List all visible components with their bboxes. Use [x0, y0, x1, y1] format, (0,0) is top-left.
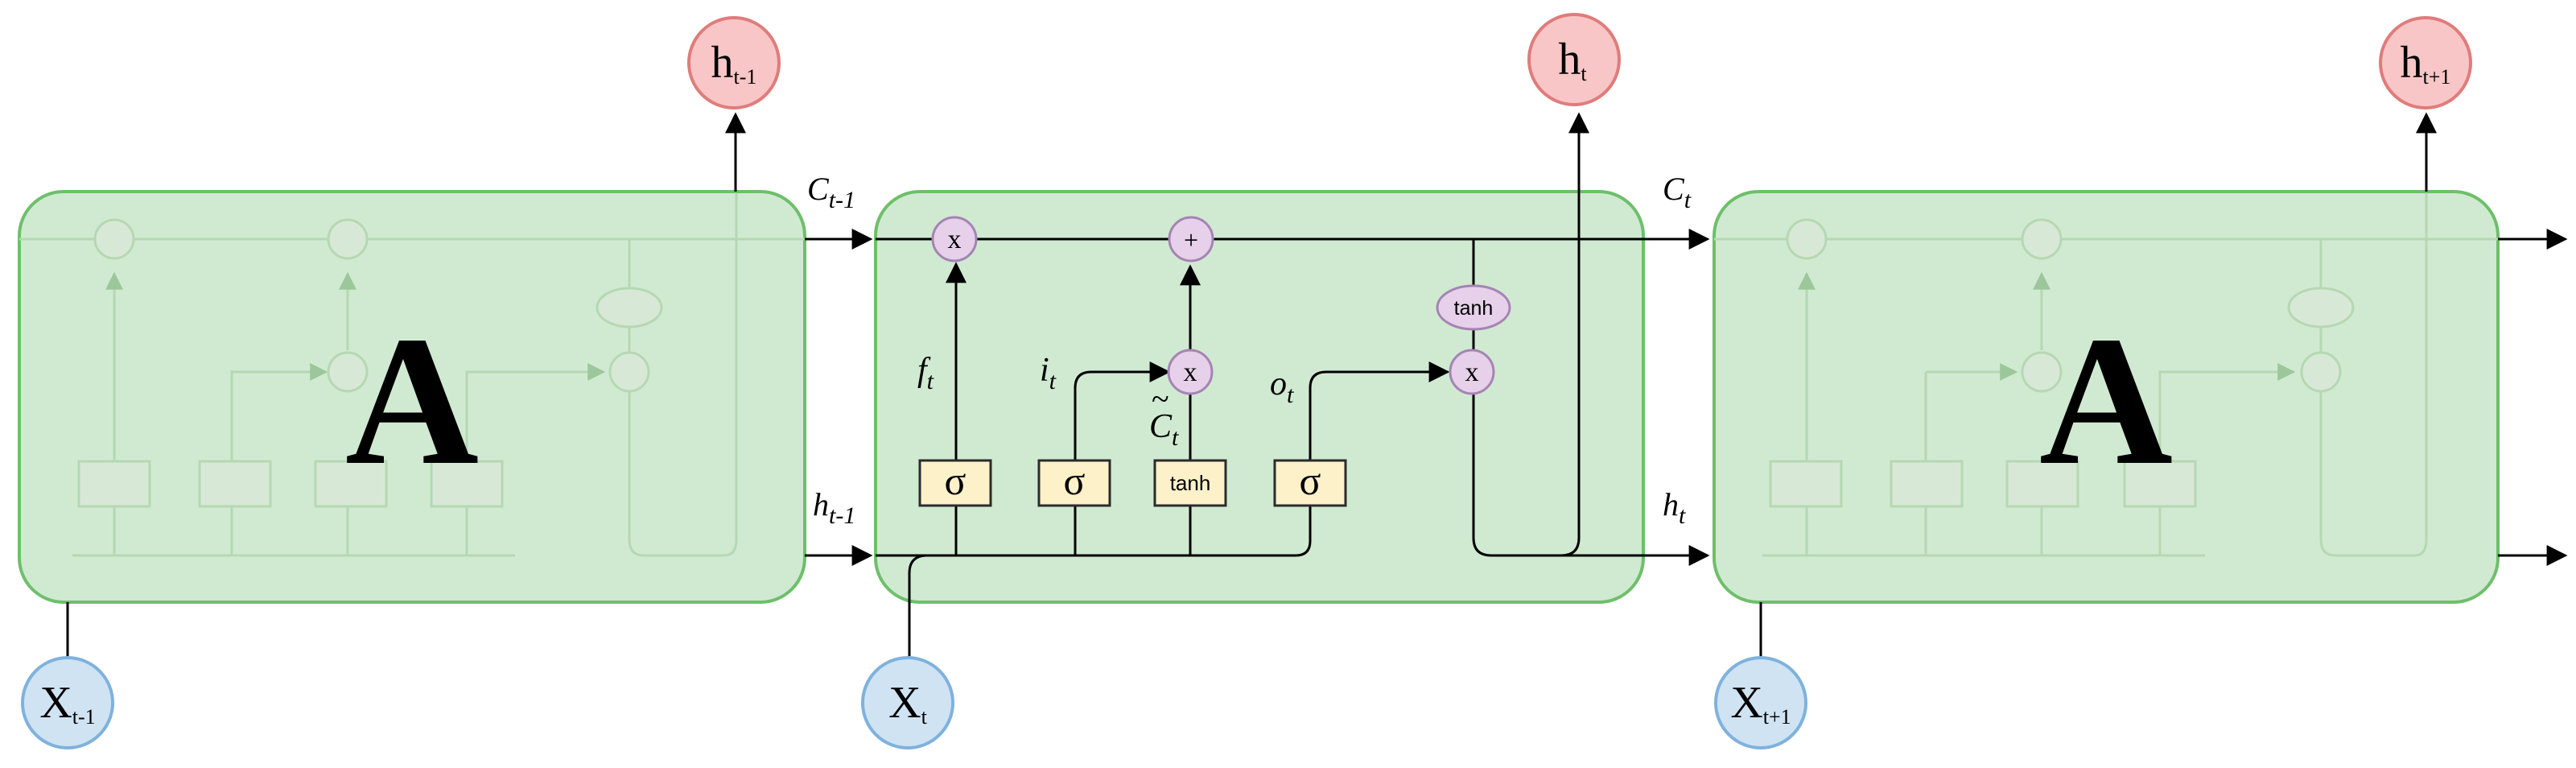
output-node-prev: ht-1 [687, 16, 781, 109]
cell-current [874, 190, 1645, 604]
cell-previous-letter: A [345, 298, 479, 503]
gate-input-label: σ [1064, 458, 1086, 503]
op-input-multiply: x [1167, 349, 1214, 395]
label-c-curr: Ct [1663, 171, 1692, 213]
cell-next: A [1713, 190, 2500, 604]
label-h-curr: ht [1663, 486, 1686, 529]
label-h-prev: ht-1 [813, 486, 855, 529]
cell-next-faint-ops [1769, 218, 2355, 508]
input-to-bus-line [908, 554, 928, 656]
gate-candidate: tanh [1153, 459, 1227, 507]
gate-output-label: σ [1300, 458, 1321, 503]
gate-forget-label: σ [945, 458, 967, 503]
output-node-next: ht+1 [2379, 16, 2472, 109]
op-cell-tanh-label: tanh [1454, 297, 1494, 320]
op-output-multiply-symbol: x [1465, 357, 1479, 387]
op-add-symbol: + [1184, 225, 1198, 254]
label-c-tilde: Ct [1149, 408, 1179, 451]
svg-text:Xt-1: Xt-1 [39, 678, 95, 729]
svg-text:Xt: Xt [888, 678, 927, 729]
gate-input: σ [1037, 458, 1111, 507]
gate-output: σ [1273, 458, 1347, 507]
input-node-prev: Xt-1 [21, 656, 114, 749]
op-add: + [1168, 216, 1214, 262]
op-output-multiply: x [1449, 349, 1495, 395]
op-cell-tanh: tanh [1436, 284, 1511, 331]
gate-candidate-label: tanh [1170, 471, 1211, 495]
output-node-curr: ht [1527, 13, 1621, 106]
label-c-prev: Ct-1 [807, 171, 855, 213]
input-node-next: Xt+1 [1714, 656, 1807, 749]
cell-next-letter: A [2039, 298, 2173, 503]
op-input-multiply-symbol: x [1184, 357, 1197, 387]
svg-text:ht: ht [1558, 35, 1587, 85]
cell-previous-faint-ops [77, 218, 663, 508]
cell-next-faint-internals [1714, 193, 2498, 557]
svg-text:Xt+1: Xt+1 [1730, 678, 1791, 729]
label-o-t: ot [1270, 365, 1294, 408]
svg-text:ht-1: ht-1 [711, 38, 757, 89]
cell-current-box [874, 190, 1645, 604]
cell-previous-faint-internals [19, 193, 805, 557]
label-c-tilde-accent: ~ [1152, 381, 1169, 417]
gate-forget: σ [918, 458, 992, 507]
cell-previous: A [18, 190, 806, 604]
label-i-t: it [1040, 352, 1057, 394]
input-node-curr: Xt [861, 656, 954, 749]
op-forget-multiply-symbol: x [948, 225, 962, 254]
flow-lines [66, 112, 2568, 656]
op-forget-multiply: x [931, 216, 978, 262]
svg-text:ht+1: ht+1 [2401, 38, 2451, 89]
